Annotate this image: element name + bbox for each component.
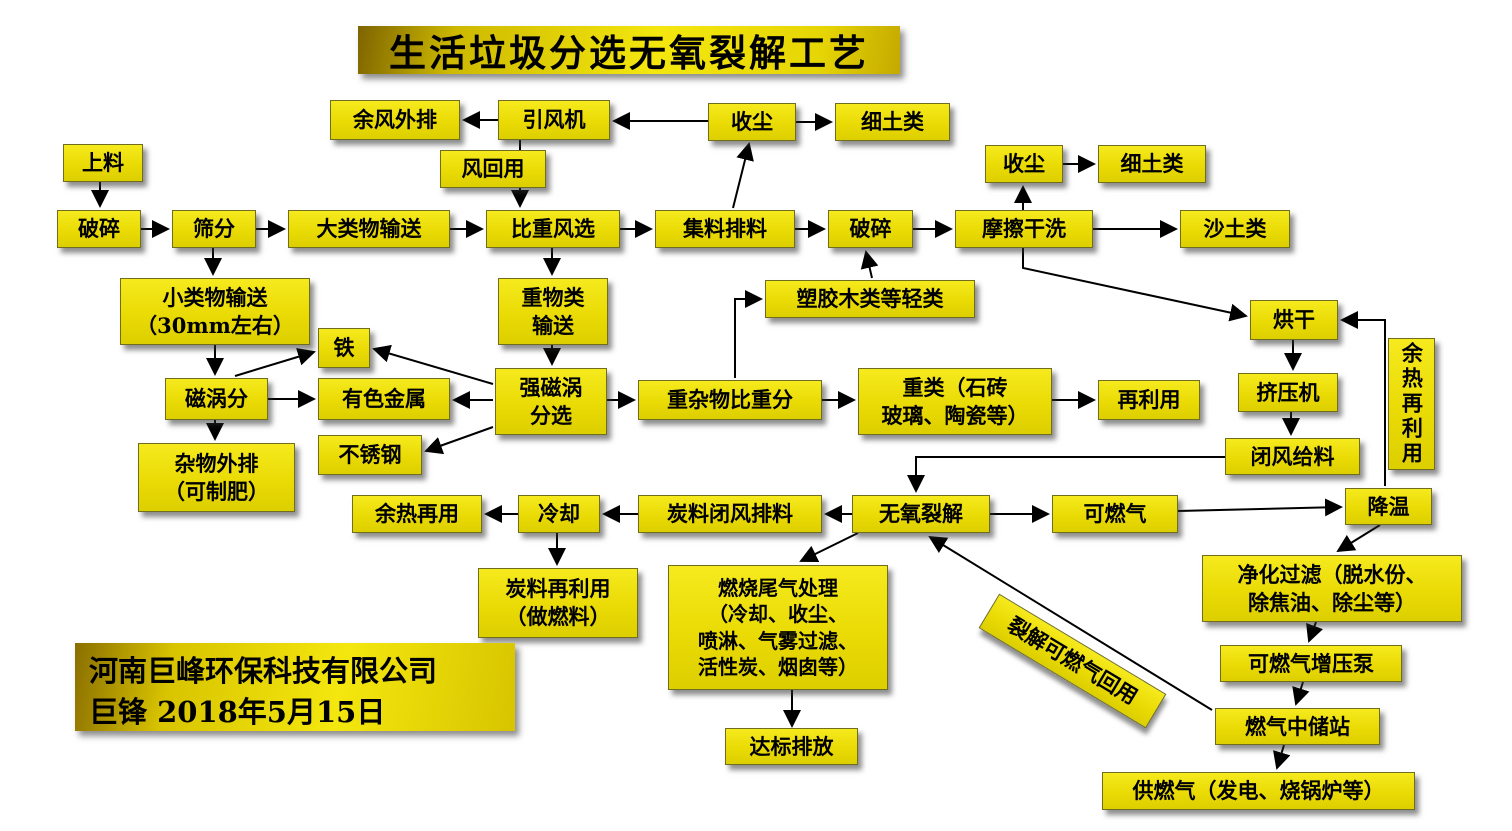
node-heavy-class-brick-glass: 重类（石砖 玻璃、陶瓷等） — [858, 368, 1052, 435]
node-extruder: 挤压机 — [1238, 373, 1338, 412]
node-waste-heat-reuse: 余热再用 — [352, 495, 482, 533]
node-char-reuse-fuel: 炭料再利用 （做燃料） — [478, 568, 638, 638]
node-large-material-conveyor: 大类物输送 — [288, 210, 450, 248]
node-purification-filtering: 净化过滤（脱水份、 除焦油、除尘等） — [1202, 555, 1462, 622]
node-cooling: 冷却 — [518, 495, 600, 533]
node-magnetic-eddy-separation: 磁涡分 — [165, 378, 268, 420]
company-name: 河南巨峰环保科技有限公司 — [89, 654, 438, 688]
node-feeding: 上料 — [63, 144, 143, 182]
node-misc-discharge-fertilizer: 杂物外排 （可制肥） — [138, 443, 295, 512]
node-char-airlock-discharge: 炭料闭风排料 — [638, 495, 822, 533]
node-gravity-air-separation: 比重风选 — [486, 210, 620, 248]
node-dust-collector-right: 收尘 — [985, 145, 1063, 183]
node-gas-storage-station: 燃气中储站 — [1215, 708, 1380, 745]
node-dust-collector-top: 收尘 — [708, 103, 796, 141]
node-screening: 筛分 — [172, 210, 256, 248]
node-excess-air-outlet: 余风外排 — [330, 100, 460, 140]
company-info: 河南巨峰环保科技有限公司 巨锋 2018年5月15日 — [75, 643, 515, 731]
node-waste-heat-reuse-vertical: 余热再利用 — [1388, 338, 1435, 470]
node-nonferrous-metal: 有色金属 — [318, 378, 450, 420]
node-material-collect-discharge: 集料排料 — [655, 210, 795, 248]
node-cooling-down: 降温 — [1345, 488, 1432, 525]
node-crusher-2: 破碎 — [828, 210, 913, 248]
node-strong-magnetic-eddy: 强磁涡 分选 — [495, 368, 607, 435]
node-small-material-conveyor: 小类物输送 （30mm左右） — [120, 278, 310, 345]
node-drying: 烘干 — [1250, 300, 1338, 340]
company-signature-date: 巨锋 2018年5月15日 — [89, 694, 386, 729]
node-sand-soil: 沙土类 — [1180, 210, 1290, 248]
node-iron: 铁 — [318, 328, 370, 368]
diagram-title: 生活垃圾分选无氧裂解工艺 — [358, 26, 900, 75]
node-friction-dry-wash: 摩擦干洗 — [955, 210, 1093, 248]
node-combustible-gas: 可燃气 — [1052, 495, 1178, 533]
node-anaerobic-pyrolysis: 无氧裂解 — [852, 495, 990, 533]
node-heavy-misc-gravity-separation: 重杂物比重分 — [638, 380, 822, 420]
node-reuse: 再利用 — [1098, 380, 1200, 420]
node-induced-draft-fan: 引风机 — [498, 100, 610, 140]
node-crusher-1: 破碎 — [57, 210, 141, 248]
node-stainless-steel: 不锈钢 — [318, 435, 422, 475]
node-fine-soil-right: 细土类 — [1098, 145, 1206, 183]
node-gas-supply: 供燃气（发电、烧锅炉等） — [1102, 772, 1415, 810]
node-air-recycle: 风回用 — [440, 150, 546, 188]
node-fine-soil-top: 细土类 — [835, 103, 950, 141]
node-standard-emission: 达标排放 — [725, 728, 858, 765]
node-airlock-feeder: 闭风给料 — [1225, 438, 1360, 475]
node-plastic-wood-light: 塑胶木类等轻类 — [765, 280, 975, 318]
node-gas-booster-pump: 可燃气增压泵 — [1220, 645, 1402, 682]
node-heavy-material-conveyor: 重物类 输送 — [498, 278, 608, 345]
node-flue-gas-treatment: 燃烧尾气处理 （冷却、收尘、 喷淋、气雾过滤、 活性炭、烟囱等） — [668, 565, 888, 690]
